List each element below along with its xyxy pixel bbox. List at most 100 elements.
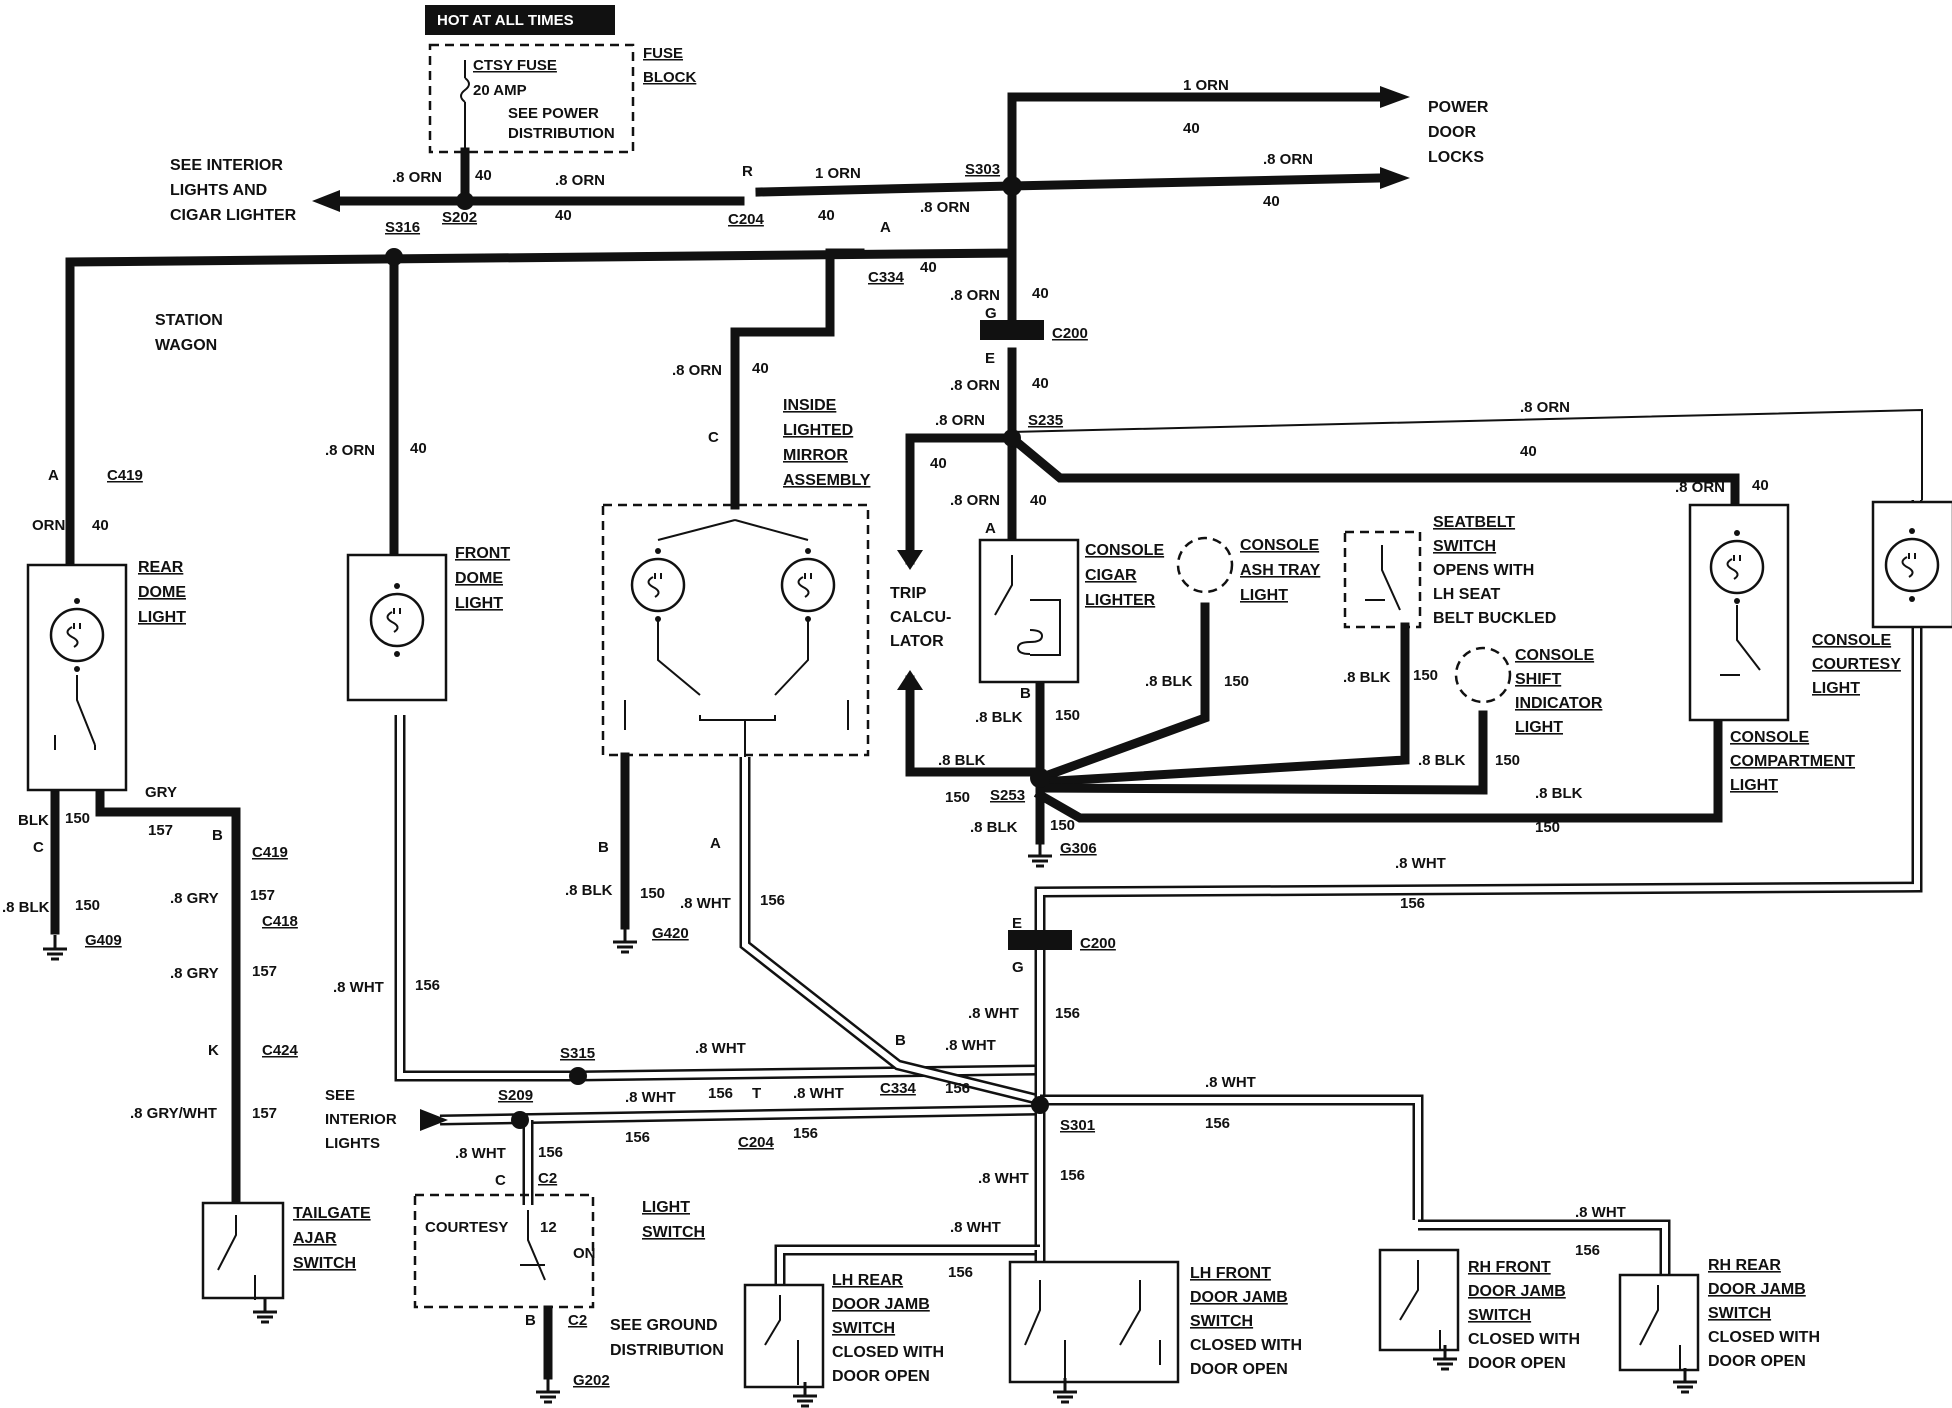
- mirror-switch-icons: [624, 519, 849, 757]
- w-156-fdome: 156: [415, 977, 440, 994]
- w-156-ls: 156: [538, 1144, 563, 1161]
- lh-front-l2: DOOR JAMB: [1190, 1289, 1288, 1306]
- w-157-c418: 157: [250, 887, 275, 904]
- w-wht-mirror: .8 WHT: [680, 895, 731, 912]
- c200-bottom-label: C200: [1080, 935, 1116, 952]
- lh-rear-switch-icon: [764, 1295, 799, 1385]
- seatbelt-l5: BELT BUCKLED: [1433, 610, 1556, 627]
- s202-label: S202: [442, 209, 477, 226]
- w-wht-c200b: .8 WHT: [968, 1005, 1019, 1022]
- w-grywht: .8 GRY/WHT: [130, 1105, 217, 1122]
- s235-label: S235: [1028, 412, 1063, 429]
- w-gry-mid: .8 GRY: [170, 965, 219, 982]
- w-150-shift: 150: [1495, 752, 1520, 769]
- w-wht-rh: .8 WHT: [1205, 1074, 1256, 1091]
- see-int-l3: LIGHTS: [325, 1135, 380, 1152]
- fuse-see2: DISTRIBUTION: [508, 125, 615, 142]
- seatbelt-switch-icon: [1365, 545, 1401, 611]
- w-40-pdl: 40: [1183, 120, 1200, 137]
- c2-bottom: C2: [568, 1312, 587, 1329]
- light-switch-icon: [520, 1210, 546, 1281]
- hot-label: HOT AT ALL TIMES: [437, 12, 574, 29]
- mirror-l4: ASSEMBLY: [783, 472, 871, 489]
- lh-rear-l5: DOOR OPEN: [832, 1368, 930, 1385]
- conn-g-top: G: [985, 305, 997, 322]
- light-switch-box: [413, 1193, 595, 1309]
- c418-label: C418: [262, 913, 298, 930]
- rh-rear-l3: SWITCH: [1708, 1305, 1771, 1322]
- w-wht-t: .8 WHT: [793, 1085, 844, 1102]
- w-40-rdome: 40: [92, 517, 109, 534]
- w-blk-s253: .8 BLK: [970, 819, 1018, 836]
- mirror-right-bulb-icon: [780, 546, 836, 624]
- wagon-l1: STATION: [155, 312, 223, 329]
- fuse-block-l2: BLOCK: [643, 69, 696, 86]
- w-blk-ash: .8 BLK: [1145, 673, 1193, 690]
- light-switch-l1: LIGHT: [642, 1199, 690, 1216]
- cigar-l2: CIGAR: [1085, 567, 1137, 584]
- compartment-l1: CONSOLE: [1730, 729, 1809, 746]
- g306-label: G306: [1060, 840, 1097, 857]
- lh-front-jamb-box: [1008, 1260, 1180, 1384]
- w-blk-g409: .8 BLK: [2, 899, 50, 916]
- lh-rear-l4: CLOSED WITH: [832, 1344, 944, 1361]
- cigar-l3: LIGHTER: [1085, 592, 1156, 609]
- fuse-see1: SEE POWER: [508, 105, 599, 122]
- g202-label: G202: [573, 1372, 610, 1389]
- trip-l3: LATOR: [890, 633, 944, 650]
- rear-dome-switch-icon: [54, 675, 96, 750]
- w-wht-s315: .8 WHT: [695, 1040, 746, 1057]
- tailgate-switch-icon: [217, 1215, 256, 1300]
- c334-top: C334: [868, 269, 905, 286]
- s209-label: S209: [498, 1087, 533, 1104]
- shift-l4: LIGHT: [1515, 719, 1563, 736]
- lh-rear-l2: DOOR JAMB: [832, 1296, 930, 1313]
- w-150-trip: 150: [945, 789, 970, 806]
- orn-thin-wire: [1011, 408, 1923, 500]
- c419-bottom: C419: [252, 844, 288, 861]
- shift-l2: SHIFT: [1515, 671, 1561, 688]
- fuse-icon: [460, 60, 470, 150]
- tailgate-l2: AJAR: [293, 1230, 337, 1247]
- interior-l2: LIGHTS AND: [170, 182, 267, 199]
- conn-e-top: E: [985, 350, 995, 367]
- see-gnd-l2: DISTRIBUTION: [610, 1342, 724, 1359]
- w-150-cigar: 150: [1055, 707, 1080, 724]
- w-blk-g420: .8 BLK: [565, 882, 613, 899]
- w-orn-comp: .8 ORN: [1675, 479, 1725, 496]
- rear-dome-l1: REAR: [138, 559, 184, 576]
- w-150-rdome: 150: [65, 810, 90, 827]
- w-40-courtesy: 40: [1520, 443, 1537, 460]
- lh-front-switch-icon: [1024, 1280, 1161, 1380]
- seatbelt-l4: LH SEAT: [1433, 586, 1500, 603]
- seatbelt-switch-box: [1343, 530, 1422, 629]
- w-orn-fdome: .8 ORN: [325, 442, 375, 459]
- w-40-s235: 40: [930, 455, 947, 472]
- conn-c-mirror: C: [708, 429, 719, 446]
- w-1orn-pdl: 1 ORN: [1183, 77, 1229, 94]
- w-wht-courtesy: .8 WHT: [1395, 855, 1446, 872]
- rh-front-l3: SWITCH: [1468, 1307, 1531, 1324]
- w-40-s202: 40: [475, 167, 492, 184]
- see-gnd-l1: SEE GROUND: [610, 1317, 718, 1334]
- rh-front-l1: RH FRONT: [1468, 1259, 1551, 1276]
- g202-ground-icon: [534, 1376, 562, 1404]
- w-wht-ls: .8 WHT: [455, 1145, 506, 1162]
- ash-tray-light-circle: [1176, 536, 1234, 594]
- fuse-block-box: [428, 43, 635, 154]
- s315-label: S315: [560, 1045, 595, 1062]
- conn-c-c419: C: [33, 839, 44, 856]
- shift-l3: INDICATOR: [1515, 695, 1603, 712]
- c334-bottom: C334: [880, 1080, 917, 1097]
- conn-b-c334: B: [895, 1032, 906, 1049]
- mirror-assembly-box: [601, 503, 870, 757]
- mirror-left-bulb-icon: [630, 546, 686, 624]
- w-blk-shift: .8 BLK: [1418, 752, 1466, 769]
- light-switch-12: 12: [540, 1219, 557, 1236]
- w-orn-c200b: .8 ORN: [950, 377, 1000, 394]
- conn-b-c419: B: [212, 827, 223, 844]
- courtesy-l2: COURTESY: [1812, 656, 1901, 673]
- s253-label: S253: [990, 787, 1025, 804]
- front-dome-l3: LIGHT: [455, 595, 503, 612]
- w-150-s253: 150: [1050, 817, 1075, 834]
